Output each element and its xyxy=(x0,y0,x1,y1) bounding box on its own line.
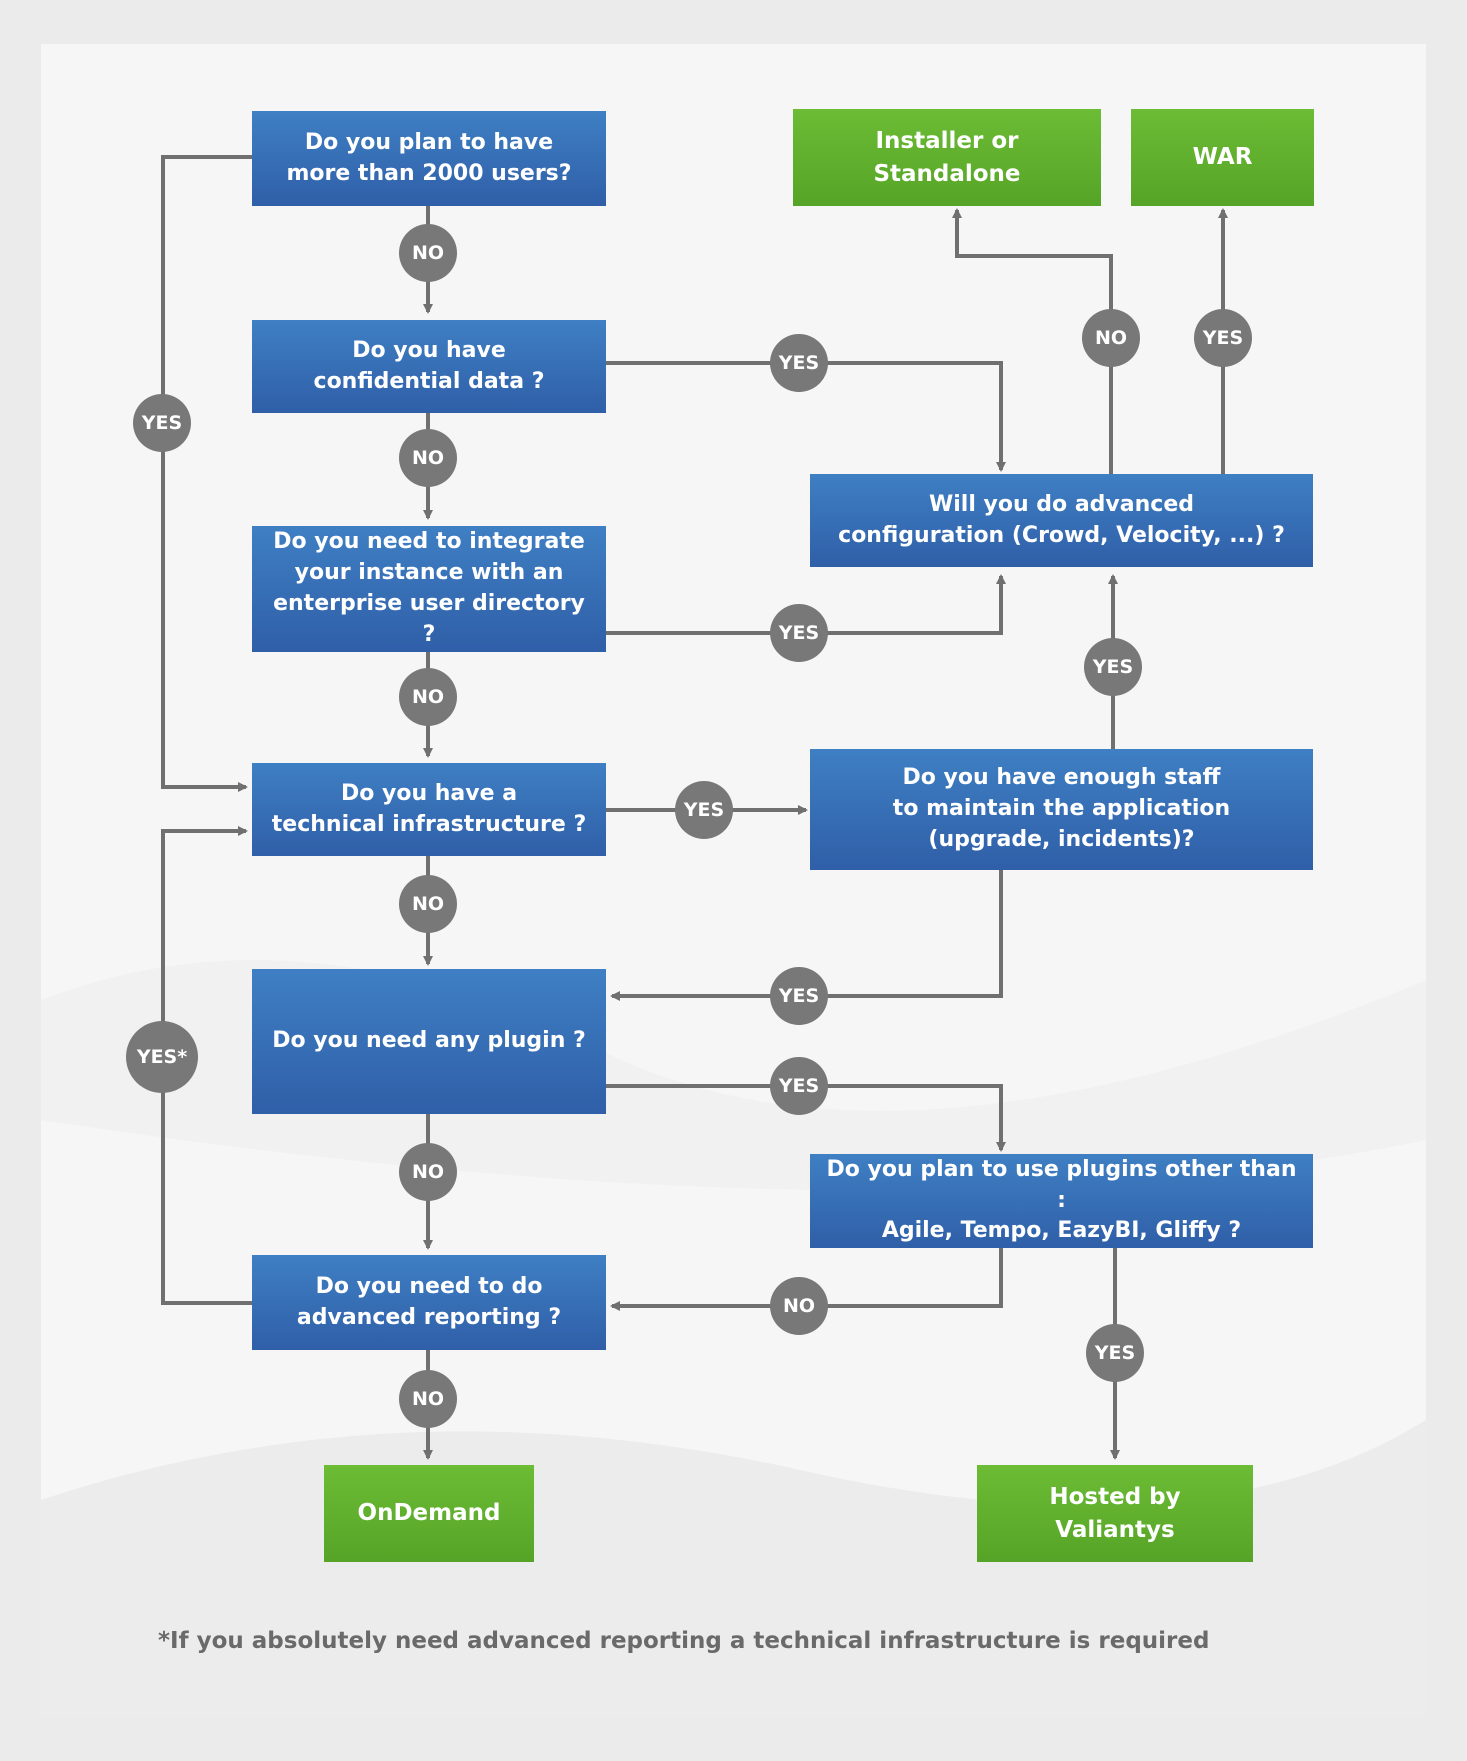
badge-yes: YES xyxy=(1194,309,1252,367)
connector xyxy=(161,155,252,792)
badge-yes: YES xyxy=(675,781,733,839)
badge-no: NO xyxy=(399,1370,457,1428)
badge-yes: YES xyxy=(133,394,191,452)
badge-no: NO xyxy=(399,1143,457,1201)
badge-no: NO xyxy=(399,875,457,933)
badge-no: NO xyxy=(1082,309,1140,367)
badge-no: NO xyxy=(770,1277,828,1335)
answer-hosted-by-valiantys: Hosted by Valiantys xyxy=(977,1465,1253,1562)
question-integrate-directory: Do you need to integrate your instance w… xyxy=(252,526,606,652)
badge-yes: YES xyxy=(770,604,828,662)
badge-no: NO xyxy=(399,224,457,282)
answer-installer-standalone: Installer or Standalone xyxy=(793,109,1101,206)
question-confidential-data: Do you have confidential data ? xyxy=(252,320,606,413)
badge-yes: YES xyxy=(770,334,828,392)
badge-yes: YES xyxy=(1086,1324,1144,1382)
badge-yes: YES xyxy=(770,1057,828,1115)
connector xyxy=(610,1248,1003,1311)
question-advanced-reporting: Do you need to do advanced reporting ? xyxy=(252,1255,606,1350)
badge-yes: YES xyxy=(1084,638,1142,696)
question-any-plugin: Do you need any plugin ? xyxy=(252,969,606,1114)
answer-ondemand: OnDemand xyxy=(324,1465,534,1562)
question-users: Do you plan to have more than 2000 users… xyxy=(252,111,606,206)
badge-yes: YES xyxy=(770,967,828,1025)
question-technical-infrastructure: Do you have a technical infrastructure ? xyxy=(252,763,606,856)
connector xyxy=(606,574,1006,635)
question-enough-staff: Do you have enough staff to maintain the… xyxy=(810,749,1313,870)
badge-no: NO xyxy=(399,429,457,487)
question-advanced-configuration: Will you do advanced configuration (Crow… xyxy=(810,474,1313,567)
badge-no: NO xyxy=(399,668,457,726)
footnote: *If you absolutely need advanced reporti… xyxy=(158,1628,1210,1654)
connector xyxy=(606,1084,1006,1152)
question-plugins-other: Do you plan to use plugins other than : … xyxy=(810,1154,1313,1248)
badge-yes-star: YES* xyxy=(126,1021,198,1093)
connector xyxy=(610,870,1003,1001)
connector xyxy=(606,361,1006,472)
answer-war: WAR xyxy=(1131,109,1314,206)
